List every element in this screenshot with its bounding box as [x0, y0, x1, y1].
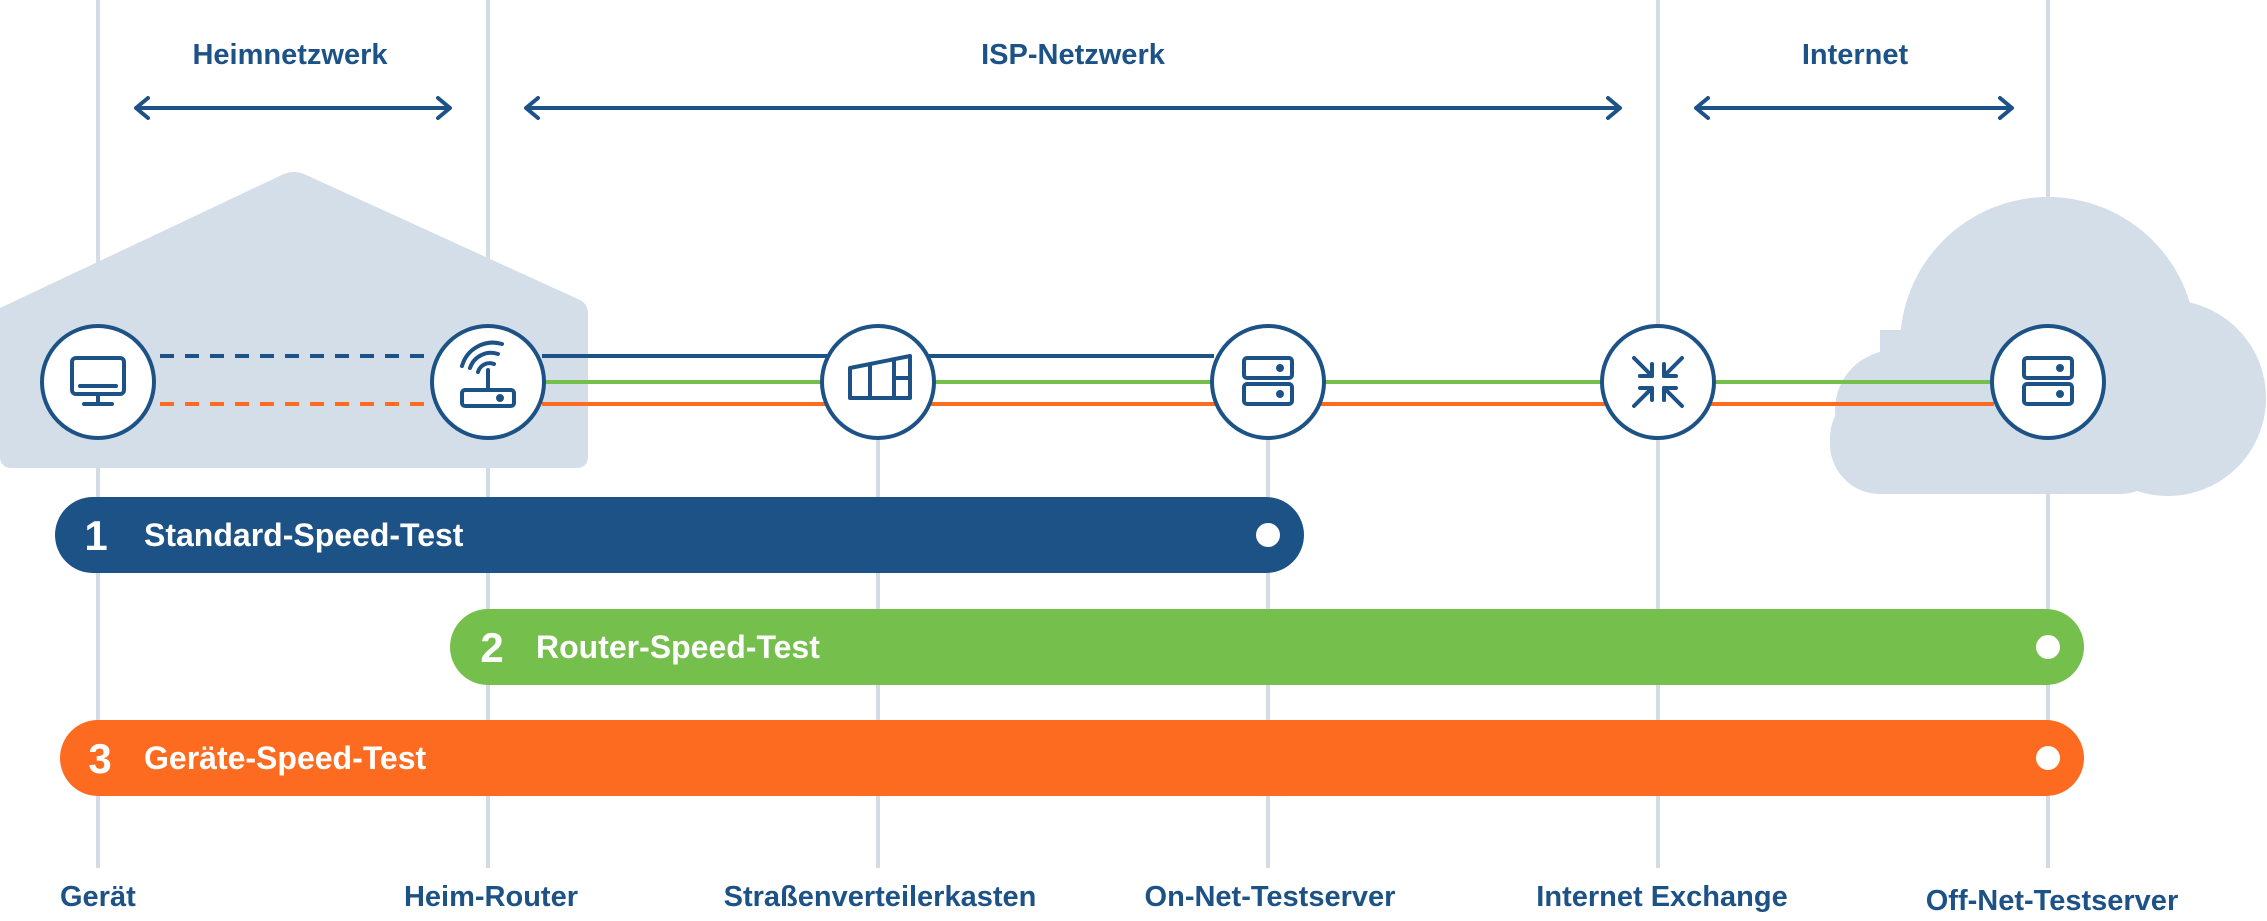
node-label-geraet: Gerät [60, 881, 136, 913]
test-bar-router-speed-test: 2 Router-Speed-Test [450, 609, 2084, 685]
span-arrow-heimnetzwerk [134, 96, 452, 120]
endpoint-dot [1256, 523, 1280, 547]
laptop-icon [70, 356, 126, 406]
test-bar-standard-speed-test: 1 Standard-Speed-Test [55, 497, 1304, 573]
test-bar-geraete-speed-test: 3 Geräte-Speed-Test [60, 720, 2084, 796]
test-label: Standard-Speed-Test [144, 517, 464, 553]
node-labels: Gerät Heim-Router Straßenverteilerkasten… [60, 881, 2178, 917]
endpoint-dot [2036, 635, 2060, 659]
zone-label-internet: Internet [1802, 39, 1909, 71]
zone-label-heimnetzwerk: Heimnetzwerk [192, 39, 388, 71]
node-internet-exchange [1600, 324, 1716, 440]
node-strassenverteilerkasten [820, 324, 936, 440]
node-label-off-net-testserver: Off-Net-Testserver [1926, 885, 2178, 917]
zone-isp-netzwerk: ISP-Netzwerk [524, 39, 1622, 120]
street-cabinet-icon [848, 354, 912, 400]
endpoint-dot [2036, 746, 2060, 770]
node-label-strassenverteilerkasten: Straßenverteilerkasten [724, 881, 1037, 913]
zone-heimnetzwerk: Heimnetzwerk [134, 39, 452, 120]
node-heim-router [430, 324, 546, 440]
span-arrow-internet [1694, 96, 2014, 120]
test-number: 2 [480, 624, 503, 671]
exchange-arrows-icon [1632, 356, 1684, 408]
node-label-on-net-testserver: On-Net-Testserver [1145, 881, 1396, 913]
test-label: Router-Speed-Test [536, 629, 820, 665]
wifi-router-icon [460, 340, 516, 408]
server-icon [2022, 356, 2074, 406]
test-number: 1 [84, 512, 107, 559]
span-arrow-isp-netzwerk [524, 96, 1622, 120]
node-off-net-testserver [1990, 324, 2106, 440]
test-label: Geräte-Speed-Test [144, 740, 427, 776]
server-icon [1242, 356, 1294, 406]
node-geraet [40, 324, 156, 440]
node-label-heim-router: Heim-Router [404, 881, 578, 913]
test-number: 3 [88, 735, 111, 782]
node-label-internet-exchange: Internet Exchange [1536, 881, 1787, 913]
zone-label-isp-netzwerk: ISP-Netzwerk [981, 39, 1166, 71]
zone-internet: Internet [1694, 39, 2014, 120]
node-on-net-testserver [1210, 324, 1326, 440]
